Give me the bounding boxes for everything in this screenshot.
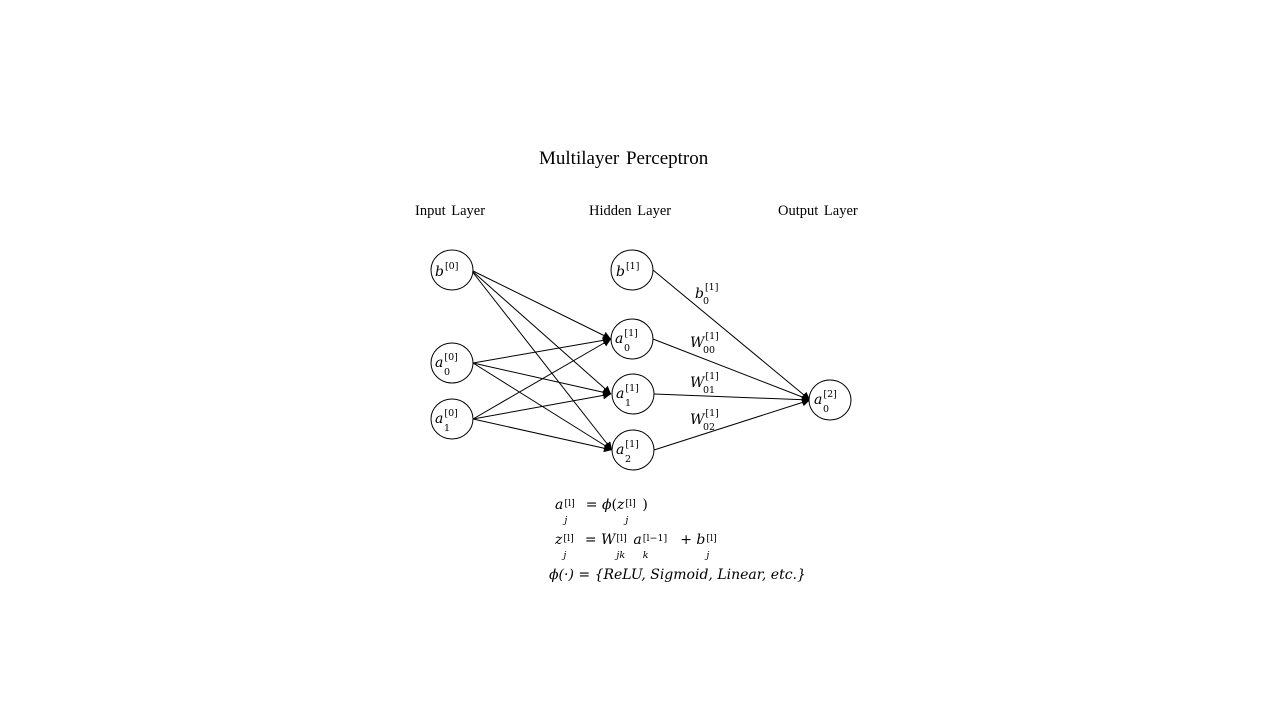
output-layer-label: Output Layer [778, 203, 858, 219]
node-a1-0-sub: 1 [444, 423, 450, 434]
input-layer-label: Input Layer [415, 203, 486, 219]
edge-label-w01: W[1] [690, 371, 719, 391]
edge-b1-out [652, 269, 811, 401]
node-a2-1-sub: 2 [625, 454, 631, 465]
node-a0-0-circle [430, 342, 474, 384]
equation-activation-functions: ϕ(·) = {ReLU, Sigmoid, Linear, etc.} [549, 567, 806, 583]
node-a1-0-circle [430, 398, 474, 440]
edge-label-w02: W[1] [690, 408, 719, 428]
edge-b0-a1h [470, 269, 612, 395]
edge-label-w00: W[1] [690, 331, 719, 351]
node-a0-1-circle [610, 318, 654, 360]
edge-label-w01-sub: 01 [703, 385, 715, 396]
diagram-title: Multilayer Perceptron [539, 148, 709, 169]
node-a1-1-sub: 1 [625, 398, 631, 409]
edge-a0h-out [652, 338, 811, 401]
node-a0-0-label: a[0] [435, 352, 458, 371]
node-a1-0-label: a[0] [435, 408, 458, 427]
edge-a0-a0h [472, 336, 612, 364]
node-b1-circle [610, 249, 654, 291]
node-a2-1-label: a[1] [616, 439, 639, 458]
node-b0-circle [430, 249, 474, 291]
node-a0-2-label: a[2] [814, 389, 837, 408]
node-a0-2-circle [808, 379, 852, 421]
node-a1-1-label: a[1] [616, 383, 639, 402]
node-a1-1-circle [611, 373, 655, 415]
edge-a2h-out [653, 398, 811, 451]
node-a0-1-sub: 0 [624, 343, 630, 354]
node-a0-1-label: a[1] [615, 328, 638, 347]
edge-b0-a0h [470, 269, 612, 340]
edge-a1h-out [653, 393, 811, 404]
node-a0-0-sub: 0 [444, 367, 450, 378]
equation-activation: a[l]j = ϕ(z[l]j) [555, 497, 648, 526]
node-a2-1-circle [611, 429, 655, 471]
node-b0-label: b[0] [435, 261, 458, 280]
edge-label-w02-sub: 02 [703, 422, 715, 433]
edge-label-w00-sub: 00 [703, 345, 715, 356]
edge-label-b-sub: 0 [703, 296, 709, 307]
edge-a1-a2h [472, 418, 613, 453]
node-b1-label: b[1] [616, 261, 639, 280]
hidden-layer-label: Hidden Layer [589, 203, 672, 219]
node-a0-2-sub: 0 [823, 404, 829, 415]
edge-a1-a1h [472, 391, 612, 420]
edge-a1-a0h [472, 338, 612, 420]
edge-b0-a2h [470, 269, 613, 451]
edge-label-b: b[1] [695, 282, 718, 302]
